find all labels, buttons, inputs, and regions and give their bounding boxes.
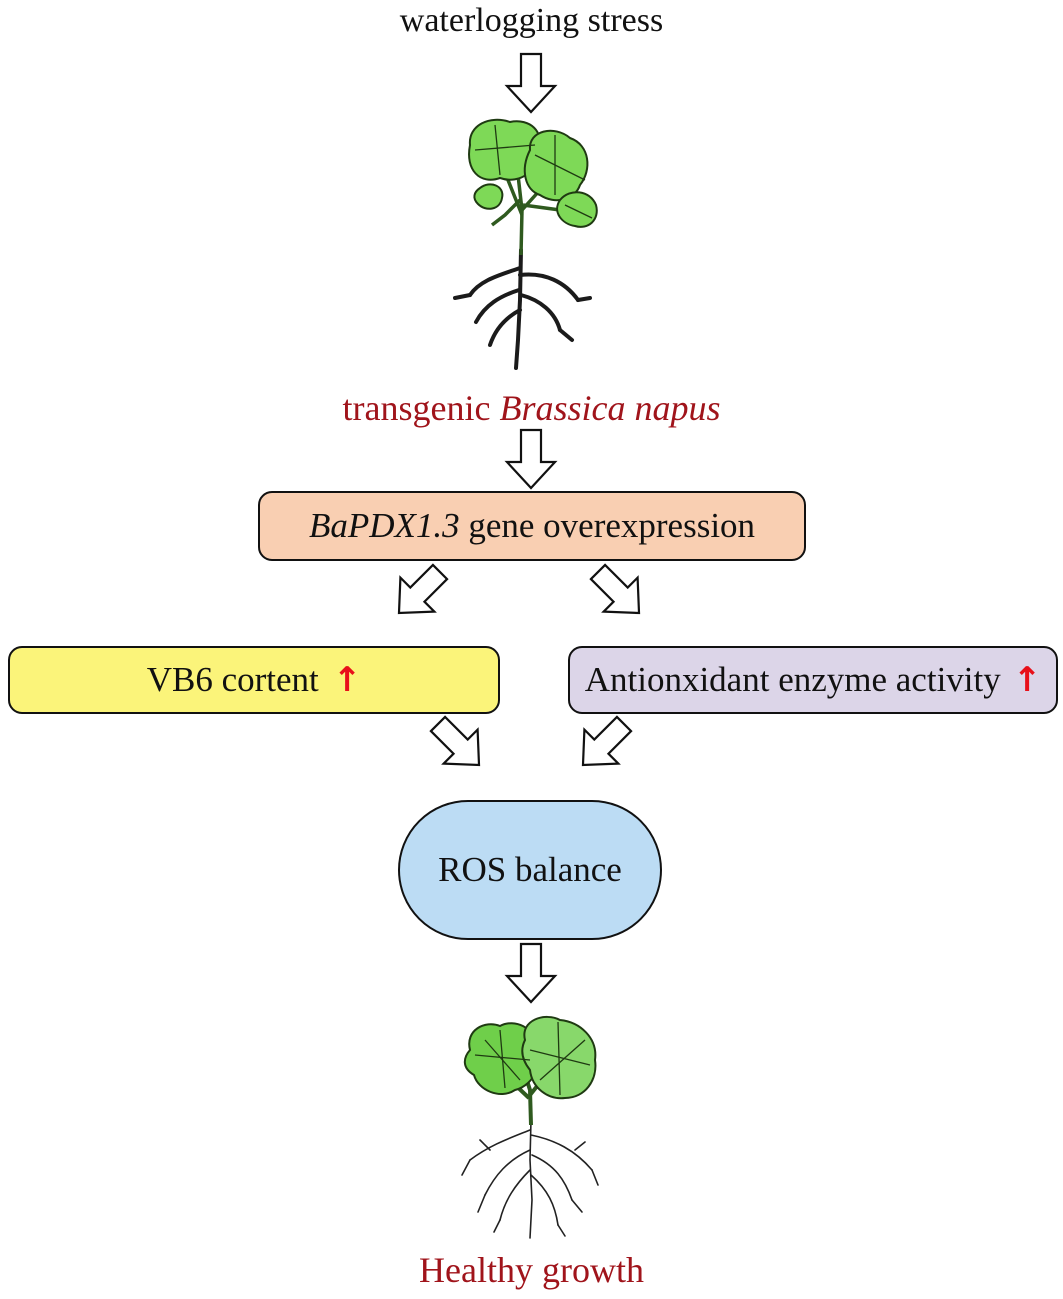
input-label: waterlogging stress	[399, 2, 664, 39]
gene-name: BaPDX1.3	[308, 506, 460, 545]
gene-box-suffix: gene overexpression	[459, 506, 756, 545]
gene-overexpression-box: BaPDX1.3 gene overexpression	[258, 491, 806, 561]
vb6-label: VB6 cortent	[146, 660, 319, 699]
arrow-gene-to-vb6	[380, 553, 459, 632]
plant-label-prefix: transgenic	[342, 388, 500, 428]
ros-label: ROS balance	[438, 850, 622, 889]
enzyme-label: Antionxidant enzyme activity	[584, 660, 1001, 699]
stressed-plant-illustration	[453, 118, 598, 370]
arrow-gene-to-enzyme	[579, 553, 658, 632]
healthy-plant-illustration	[461, 1015, 599, 1239]
ros-balance-box: ROS balance	[398, 800, 662, 940]
arrow-vb6-to-ros	[419, 705, 498, 784]
arrow-plant-to-gene	[505, 428, 557, 490]
plant-label-species: Brassica napus	[499, 388, 721, 428]
arrow-ros-to-healthy	[505, 942, 557, 1004]
arrow-enzyme-to-ros	[564, 705, 643, 784]
vb6-content-box: VB6 cortent ↑	[8, 646, 500, 714]
enzyme-increase-arrow-icon: ↑	[1012, 660, 1042, 700]
antioxidant-enzyme-box: Antionxidant enzyme activity ↑	[568, 646, 1058, 714]
outcome-label: Healthy growth	[419, 1250, 644, 1290]
vb6-increase-arrow-icon: ↑	[332, 660, 362, 700]
arrow-stress-to-plant	[505, 52, 557, 114]
plant-label: transgenic Brassica napus	[0, 390, 1063, 426]
